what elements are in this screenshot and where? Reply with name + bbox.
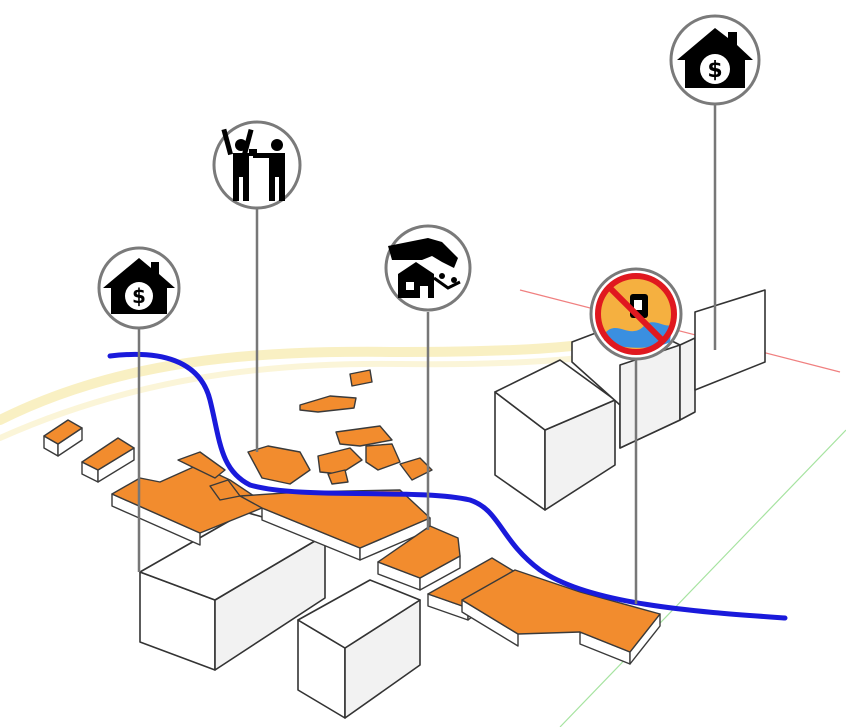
lots — [43, 369, 661, 665]
dollar-glyph: $ — [132, 284, 146, 308]
ground-guides — [519, 289, 846, 727]
house-dollar-icon: $ — [669, 14, 761, 106]
lot-large-right — [461, 569, 661, 665]
glow-stroke-2 — [0, 355, 583, 441]
building-masses — [139, 289, 766, 719]
glow-band — [0, 340, 585, 441]
red-axis-line — [519, 289, 841, 373]
panel-right-back — [694, 289, 766, 391]
dollar-glyph: $ — [707, 58, 722, 83]
badge-poles — [137, 104, 717, 604]
lot-mid-1 — [377, 525, 461, 591]
lot-small-2 — [81, 437, 135, 483]
lot-river-strip — [239, 489, 431, 561]
glow-stroke-1 — [0, 340, 585, 425]
box-bottom-center — [297, 579, 421, 719]
box-left-large — [139, 511, 326, 671]
river-line — [107, 351, 788, 621]
house-dollar-icon: $ — [97, 246, 181, 330]
no-flooding-icon — [589, 267, 683, 361]
green-axis-line — [559, 429, 846, 727]
box-right-front — [494, 359, 616, 511]
lot-cluster-center — [177, 369, 433, 501]
hand-grabbing-house-icon — [384, 224, 472, 312]
handcuffs-robbery-icon — [212, 120, 302, 210]
lot-small-1 — [43, 419, 83, 457]
